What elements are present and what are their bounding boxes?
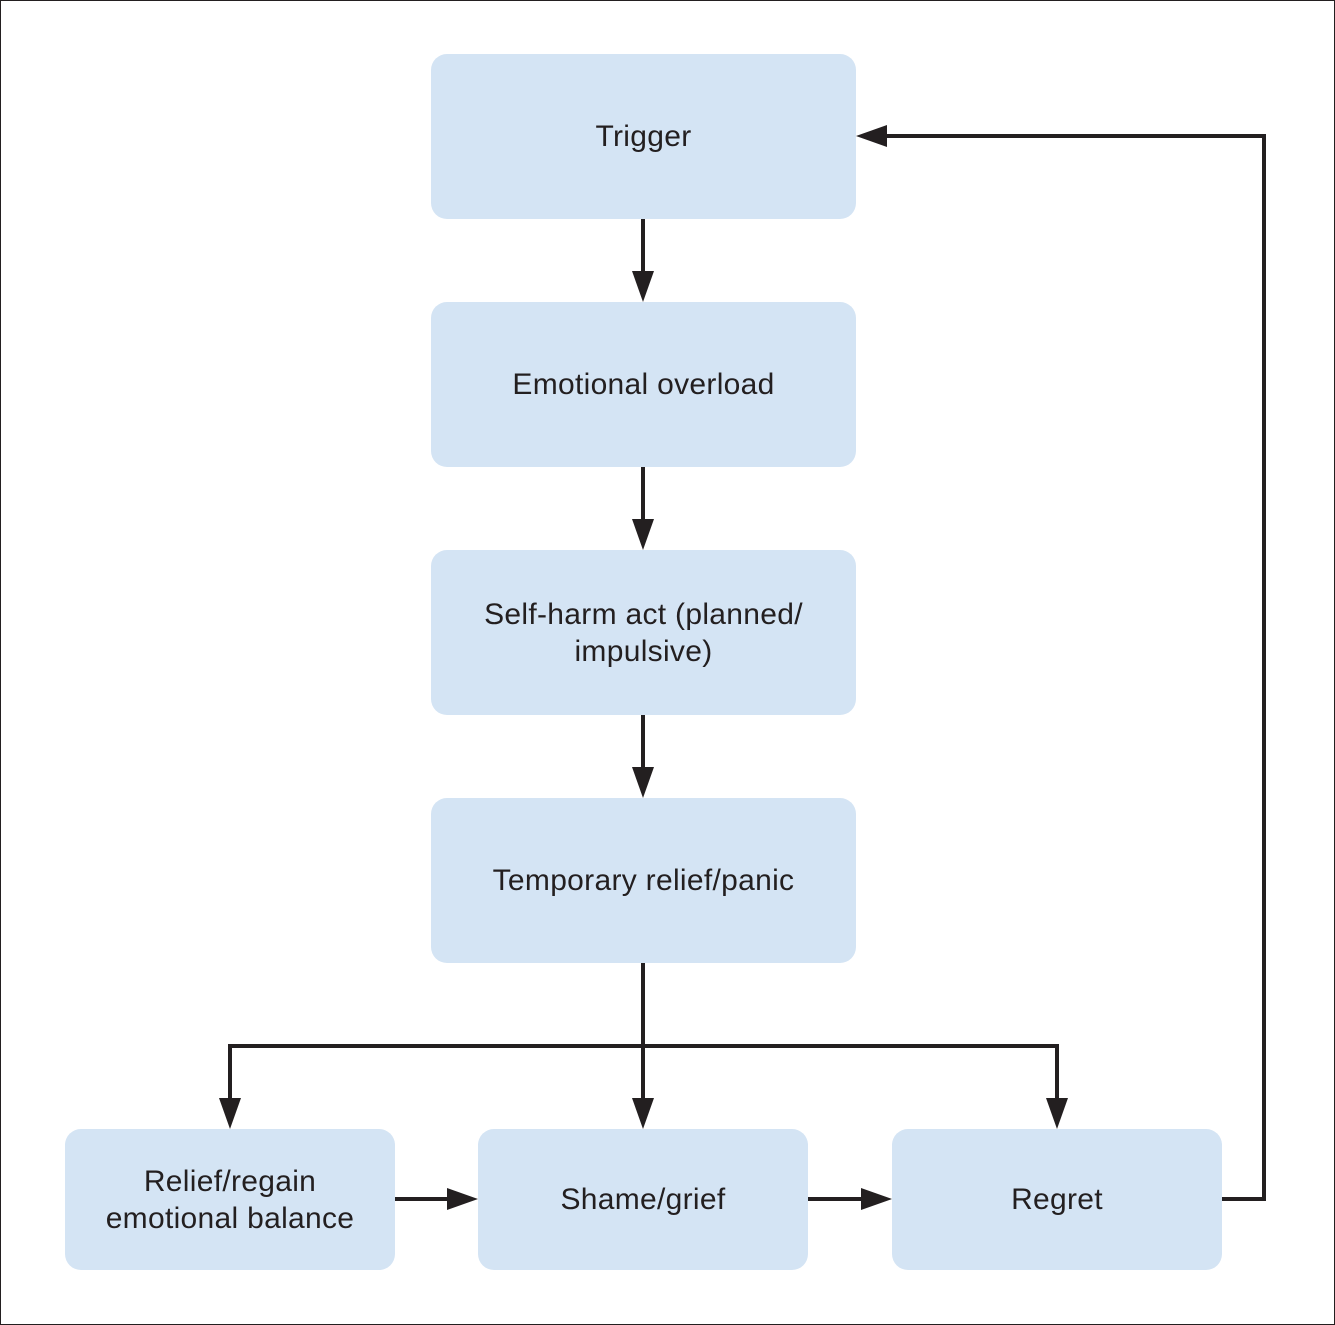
node-relief-regain-balance: Relief/regain emotional balance bbox=[65, 1129, 395, 1270]
node-regret: Regret bbox=[892, 1129, 1222, 1270]
node-shame-grief-label: Shame/grief bbox=[560, 1183, 726, 1216]
arrowhead-shame bbox=[632, 1098, 654, 1129]
node-emotional-overload-label: Emotional overload bbox=[512, 368, 775, 401]
node-relief-regain-balance-label: Relief/regain emotional balance bbox=[105, 1164, 355, 1235]
node-trigger-label: Trigger bbox=[595, 120, 692, 153]
arrowhead-overload bbox=[632, 271, 654, 302]
arrowhead-temporary bbox=[632, 767, 654, 798]
node-temporary-relief-panic: Temporary relief/panic bbox=[431, 798, 856, 963]
node-trigger: Trigger bbox=[431, 54, 856, 219]
arrowhead-regret bbox=[1046, 1098, 1068, 1129]
arrowhead-trigger bbox=[856, 125, 887, 147]
edge-branch-horizontal bbox=[228, 1044, 1059, 1103]
node-self-harm-act: Self-harm act (planned/ impulsive) bbox=[431, 550, 856, 715]
node-regret-label: Regret bbox=[1011, 1183, 1103, 1216]
node-temporary-relief-panic-label: Temporary relief/panic bbox=[492, 864, 795, 897]
arrowhead-selfharm bbox=[632, 519, 654, 550]
node-emotional-overload: Emotional overload bbox=[431, 302, 856, 467]
node-shame-grief: Shame/grief bbox=[478, 1129, 808, 1270]
edge-regret-trigger bbox=[880, 134, 1266, 1201]
arrowhead-relief bbox=[219, 1098, 241, 1129]
node-self-harm-act-label: Self-harm act (planned/ impulsive) bbox=[484, 597, 803, 668]
arrowhead-relief-to-shame bbox=[447, 1188, 478, 1210]
arrowhead-shame-to-regret bbox=[861, 1188, 892, 1210]
